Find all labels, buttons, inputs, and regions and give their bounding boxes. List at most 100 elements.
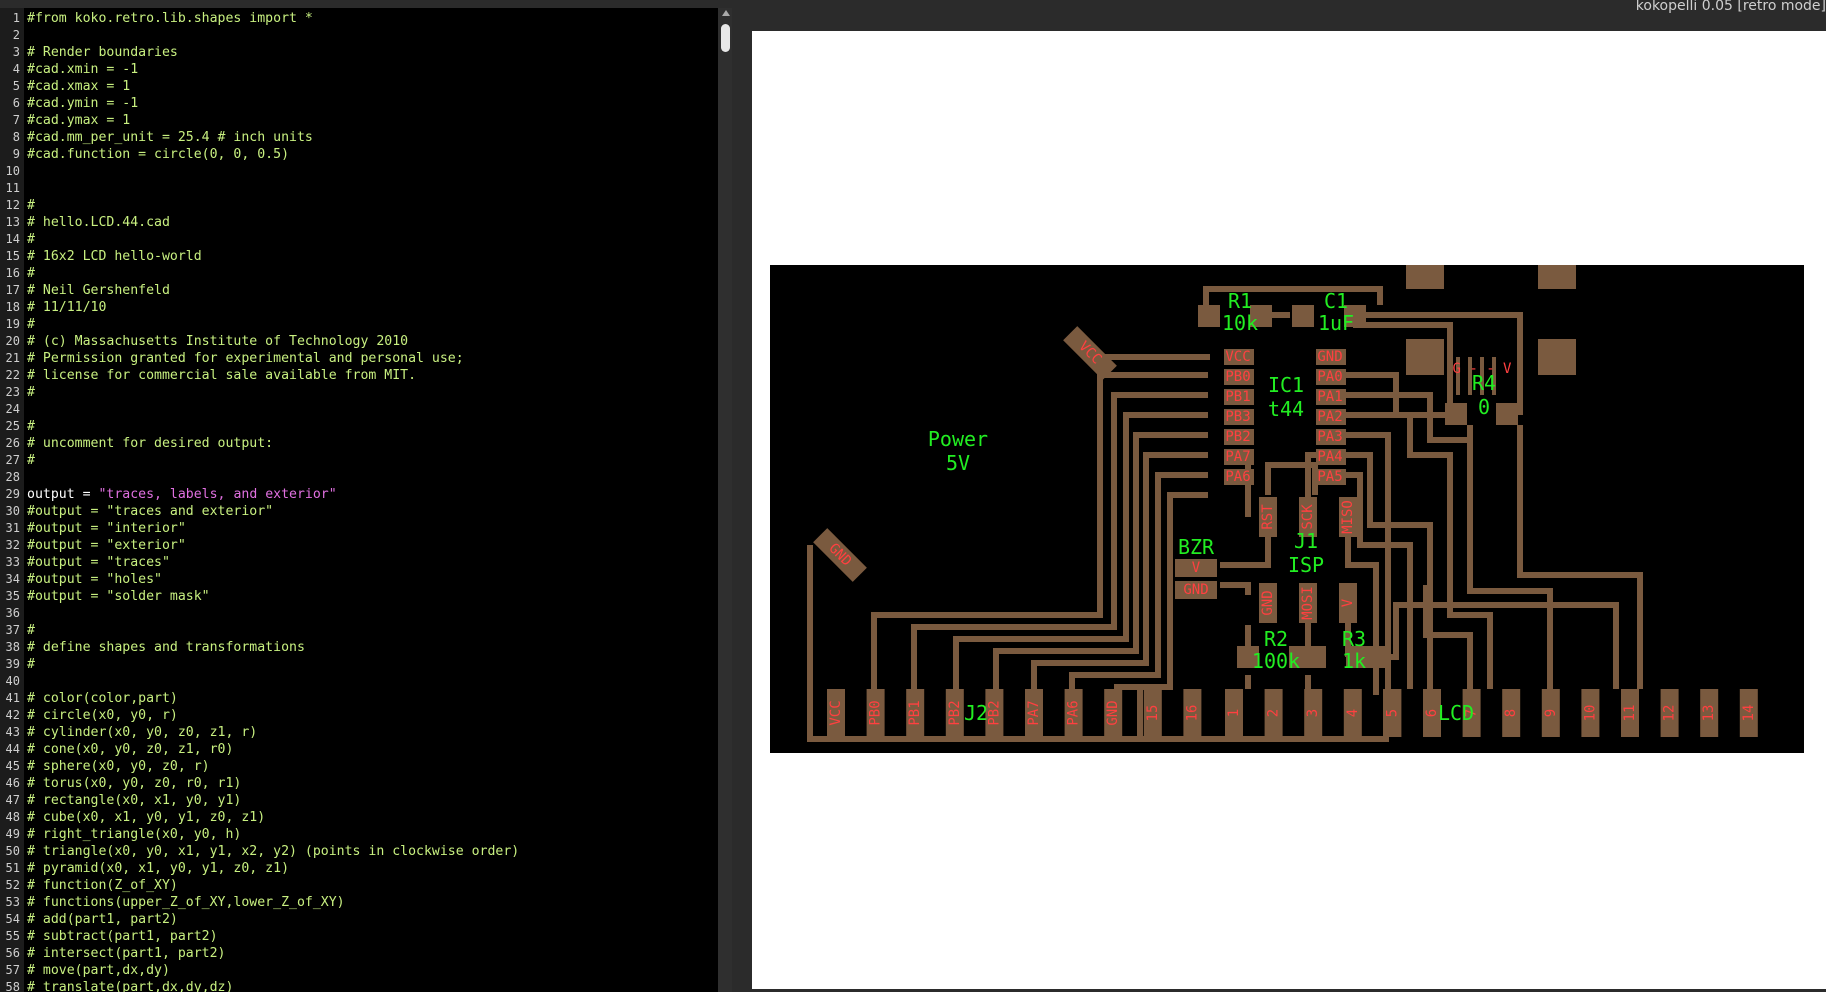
code-line[interactable]: #output = "holes" (27, 572, 162, 587)
trace (1346, 412, 1453, 465)
pin-label: 8 (1503, 709, 1519, 717)
code-line[interactable]: # uncomment for desired output: (27, 436, 274, 451)
code-line[interactable]: # (27, 266, 35, 281)
pin-label: 3 (1305, 709, 1321, 717)
code-line[interactable]: # (27, 317, 35, 332)
component-label-r1v: 10k (1222, 311, 1258, 335)
trace (1346, 452, 1433, 689)
code-line[interactable]: # rectangle(x0, x1, y0, y1) (27, 793, 242, 808)
pad (813, 528, 867, 582)
pad (985, 689, 1004, 737)
code-line[interactable]: # (27, 385, 35, 400)
code-line[interactable]: #output = "solder mask" (27, 589, 210, 604)
editor-scrollbar[interactable] (718, 8, 732, 992)
code-line[interactable]: #output = "traces and exterior" (27, 504, 274, 519)
code-line[interactable]: # translate(part,dx,dy,dz) (27, 980, 234, 992)
pin-label: PB2 (947, 700, 963, 725)
component-label-ic1: IC1 (1268, 373, 1304, 397)
code-line[interactable]: #output = "traces" (27, 555, 170, 570)
pad (1292, 305, 1314, 327)
code-line[interactable]: # pyramid(x0, x1, y0, y1, z0, z1) (27, 861, 290, 876)
code-line[interactable]: # Render boundaries (27, 45, 178, 60)
code-line[interactable]: #from koko.retro.lib.shapes import * (27, 11, 313, 26)
pad (1316, 469, 1346, 485)
pad (1250, 305, 1272, 327)
code-line[interactable]: # (c) Massachusetts Institute of Technol… (27, 334, 409, 349)
pin-label: PA7 (1026, 700, 1042, 725)
line-number: 49 (5, 827, 20, 841)
pad (1480, 357, 1484, 395)
code-line[interactable]: # function(Z_of_XY) (27, 878, 178, 893)
pin-label-layer: VCCPB0PB1PB3PB2PA7PA6GNDPA0PA1PA2PA3PA4P… (825, 338, 1756, 725)
code-line[interactable]: # circle(x0, y0, r) (27, 708, 178, 723)
pad (1025, 689, 1043, 737)
pin-label: GND (1105, 700, 1121, 725)
code-line[interactable]: # define shapes and transformations (27, 640, 305, 655)
pad (1468, 357, 1472, 395)
code-line[interactable]: # right_triangle(x0, y0, h) (27, 827, 242, 842)
pin-label: 1 (1226, 709, 1242, 717)
pin-label: 11 (1622, 705, 1638, 722)
code-line[interactable]: #output = "exterior" (27, 538, 186, 553)
code-line[interactable]: # (27, 419, 35, 434)
trace (1368, 602, 1619, 689)
code-line[interactable]: # move(part,dx,dy) (27, 963, 170, 978)
line-number: 47 (5, 793, 20, 807)
code-line[interactable]: # sphere(x0, y0, z0, r) (27, 759, 210, 774)
code-line[interactable]: # cylinder(x0, y0, z0, z1, r) (27, 725, 258, 740)
code-line[interactable]: # (27, 657, 35, 672)
component-label-r2: R2 (1264, 627, 1288, 651)
code-line[interactable]: #cad.ymin = -1 (27, 96, 139, 111)
code-line[interactable]: # Permission granted for experimental an… (27, 351, 464, 366)
line-number: 31 (5, 521, 20, 535)
component-label-lcd: LCD (1438, 701, 1474, 725)
pad (1456, 357, 1460, 395)
pad (1406, 265, 1444, 289)
code-line[interactable]: # cone(x0, y0, z0, z1, r0) (27, 742, 234, 757)
component-label-powerv: 5V (946, 451, 970, 475)
scrollbar-thumb[interactable] (721, 24, 730, 52)
pin-label: PA0 (1317, 369, 1342, 385)
line-number: 24 (5, 402, 20, 416)
line-number: 38 (5, 640, 20, 654)
code-line[interactable]: # add(part1, part2) (27, 912, 178, 927)
scroll-up-icon[interactable] (722, 10, 730, 16)
code-line[interactable]: output = "traces, labels, and exterior" (27, 486, 337, 503)
trace (1031, 452, 1208, 689)
pad (1344, 305, 1366, 327)
code-line[interactable]: # functions(upper_Z_of_XY,lower_Z_of_XY) (27, 895, 345, 910)
code-line[interactable]: # intersect(part1, part2) (27, 946, 226, 961)
code-line[interactable]: # (27, 198, 35, 213)
code-line[interactable]: # 11/11/10 (27, 300, 107, 315)
code-line[interactable]: # (27, 453, 35, 468)
trace (1114, 492, 1208, 690)
code-line[interactable]: # Neil Gershenfeld (27, 283, 170, 298)
code-line[interactable]: # cube(x0, x1, y0, y1, z0, z1) (27, 810, 266, 825)
code-line[interactable]: # subtract(part1, part2) (27, 929, 218, 944)
code-line[interactable]: # 16x2 LCD hello-world (27, 249, 202, 264)
line-number: 36 (5, 606, 20, 620)
code-string-token: "traces, labels, and exterior" (98, 487, 337, 502)
pad (1224, 349, 1254, 365)
code-line[interactable]: #cad.function = circle(0, 0, 0.5) (27, 147, 290, 162)
code-line[interactable]: # license for commercial sale available … (27, 368, 417, 383)
component-label-c1v: 1uF (1318, 311, 1354, 335)
code-line[interactable]: #cad.ymax = 1 (27, 113, 131, 128)
code-line[interactable]: # (27, 623, 35, 638)
code-line[interactable]: #output = "interior" (27, 521, 186, 536)
code-line[interactable]: #cad.xmax = 1 (27, 79, 131, 94)
pad (1304, 689, 1323, 737)
code-line[interactable]: # color(color,part) (27, 691, 178, 706)
code-line[interactable]: # torus(x0, y0, z0, r0, r1) (27, 776, 242, 791)
code-line[interactable]: # hello.LCD.44.cad (27, 215, 170, 230)
code-line[interactable]: # triangle(x0, y0, x1, y1, x2, y2) (poin… (27, 844, 520, 859)
code-line[interactable]: # (27, 232, 35, 247)
line-number: 20 (5, 334, 20, 348)
code-line[interactable]: #cad.mm_per_unit = 25.4 # inch units (27, 130, 313, 145)
code-line[interactable]: #cad.xmin = -1 (27, 62, 139, 77)
pin-label: PB3 (1225, 409, 1250, 425)
line-number: 16 (5, 266, 20, 280)
